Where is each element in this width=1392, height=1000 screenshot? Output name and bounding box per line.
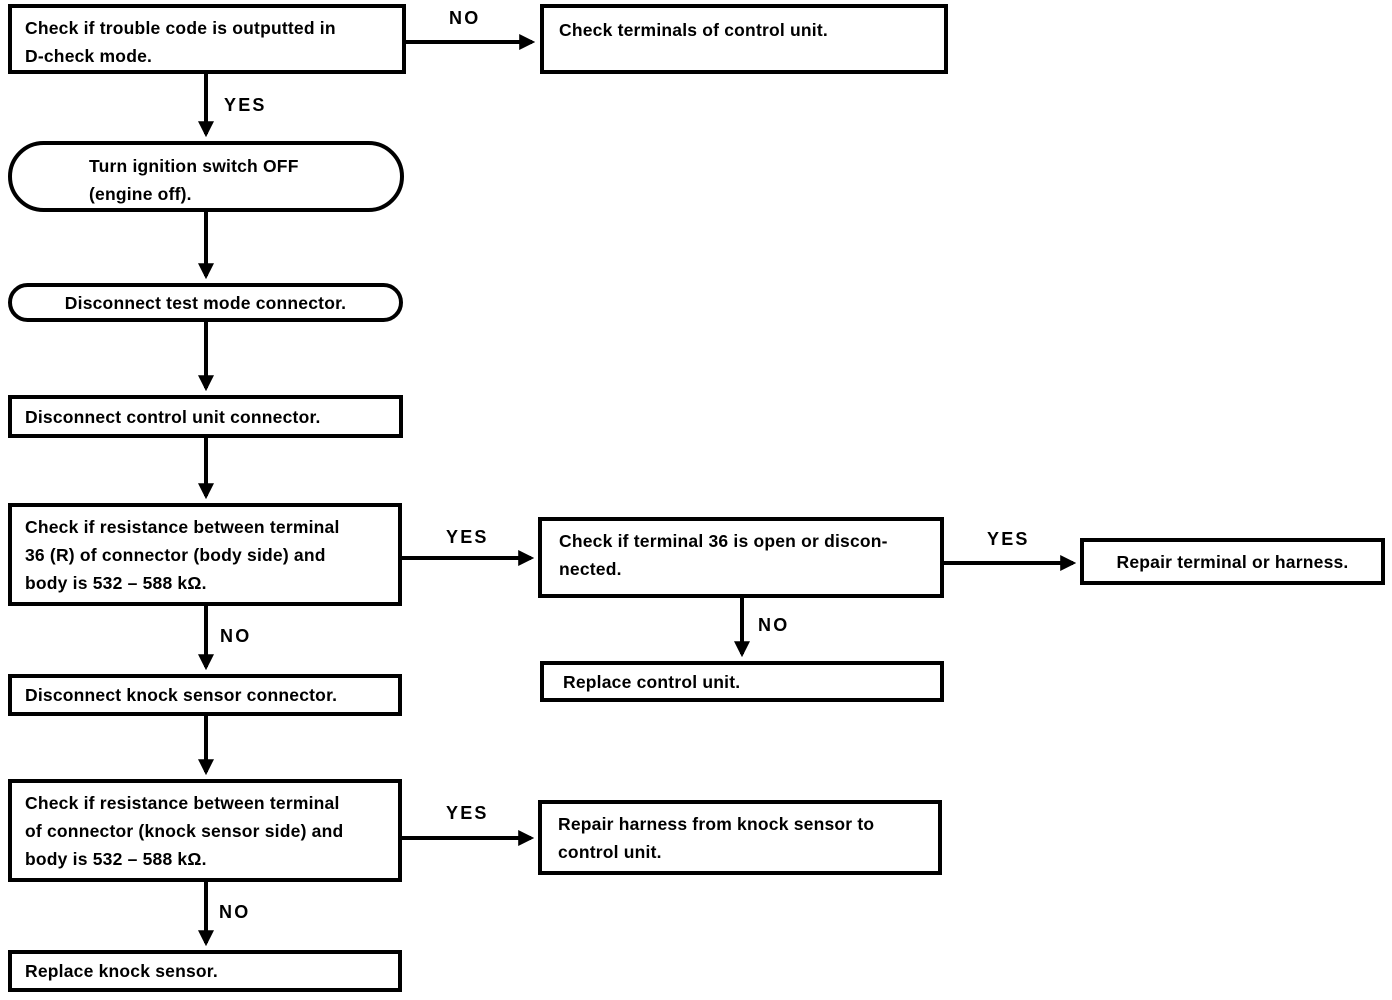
node-text-line: Check if terminal 36 is open or discon- — [559, 531, 888, 551]
node-text-line: Replace knock sensor. — [25, 961, 218, 981]
node-text-line: nected. — [559, 559, 622, 579]
edge-label-yes-terminal-open: YES — [987, 529, 1030, 549]
edge-label-no-resistance-body: NO — [220, 626, 252, 646]
node-repair-terminal-or-harness: Repair terminal or harness. — [1080, 538, 1385, 585]
node-text-line: Disconnect test mode connector. — [64, 292, 347, 313]
edge-label-yes-trouble-code: YES — [224, 95, 267, 115]
edge-label-no-trouble-code: NO — [449, 8, 481, 28]
edge-label-no-terminal-open: NO — [758, 615, 790, 635]
node-text-line: Check if resistance between terminal — [25, 517, 340, 537]
node-check-resistance-knock-side: Check if resistance between terminal of … — [8, 779, 402, 882]
node-turn-ignition-off: Turn ignition switch OFF (engine off). — [8, 141, 404, 212]
edge-label-yes-resistance-body: YES — [446, 527, 489, 547]
node-text-line: Check terminals of control unit. — [559, 20, 828, 40]
edge-label-no-resistance-knock: NO — [219, 902, 251, 922]
node-disconnect-knock-sensor: Disconnect knock sensor connector. — [8, 674, 402, 716]
edge-label-yes-resistance-knock: YES — [446, 803, 489, 823]
node-text-line: Check if trouble code is outputted in — [25, 18, 336, 38]
node-replace-knock-sensor: Replace knock sensor. — [8, 950, 402, 992]
node-check-terminals: Check terminals of control unit. — [540, 4, 948, 74]
node-text-line: of connector (knock sensor side) and — [25, 821, 344, 841]
node-text-line: Disconnect knock sensor connector. — [25, 685, 338, 705]
node-repair-harness-knock-sensor: Repair harness from knock sensor to cont… — [538, 800, 942, 875]
node-disconnect-test-mode: Disconnect test mode connector. — [8, 283, 403, 322]
node-text-line: body is 532 – 588 kΩ. — [25, 849, 207, 869]
node-text-line: Replace control unit. — [563, 671, 741, 692]
node-check-terminal-36: Check if terminal 36 is open or discon- … — [538, 517, 944, 598]
node-replace-control-unit: Replace control unit. — [540, 661, 944, 702]
node-text-line: control unit. — [558, 842, 662, 862]
node-text-line: D-check mode. — [25, 46, 153, 66]
node-text-line: body is 532 – 588 kΩ. — [25, 573, 207, 593]
node-text-line: Repair harness from knock sensor to — [558, 814, 875, 834]
node-check-trouble-code: Check if trouble code is outputted in D-… — [8, 4, 406, 74]
node-text-line: Turn ignition switch OFF — [89, 156, 299, 176]
node-text-line: Repair terminal or harness. — [1116, 551, 1349, 572]
node-disconnect-control-unit: Disconnect control unit connector. — [8, 395, 403, 438]
node-text-line: 36 (R) of connector (body side) and — [25, 545, 326, 565]
node-text-line: (engine off). — [89, 184, 192, 204]
node-text-line: Check if resistance between terminal — [25, 793, 340, 813]
node-text-line: Disconnect control unit connector. — [25, 406, 321, 427]
node-check-resistance-body-side: Check if resistance between terminal 36 … — [8, 503, 402, 606]
